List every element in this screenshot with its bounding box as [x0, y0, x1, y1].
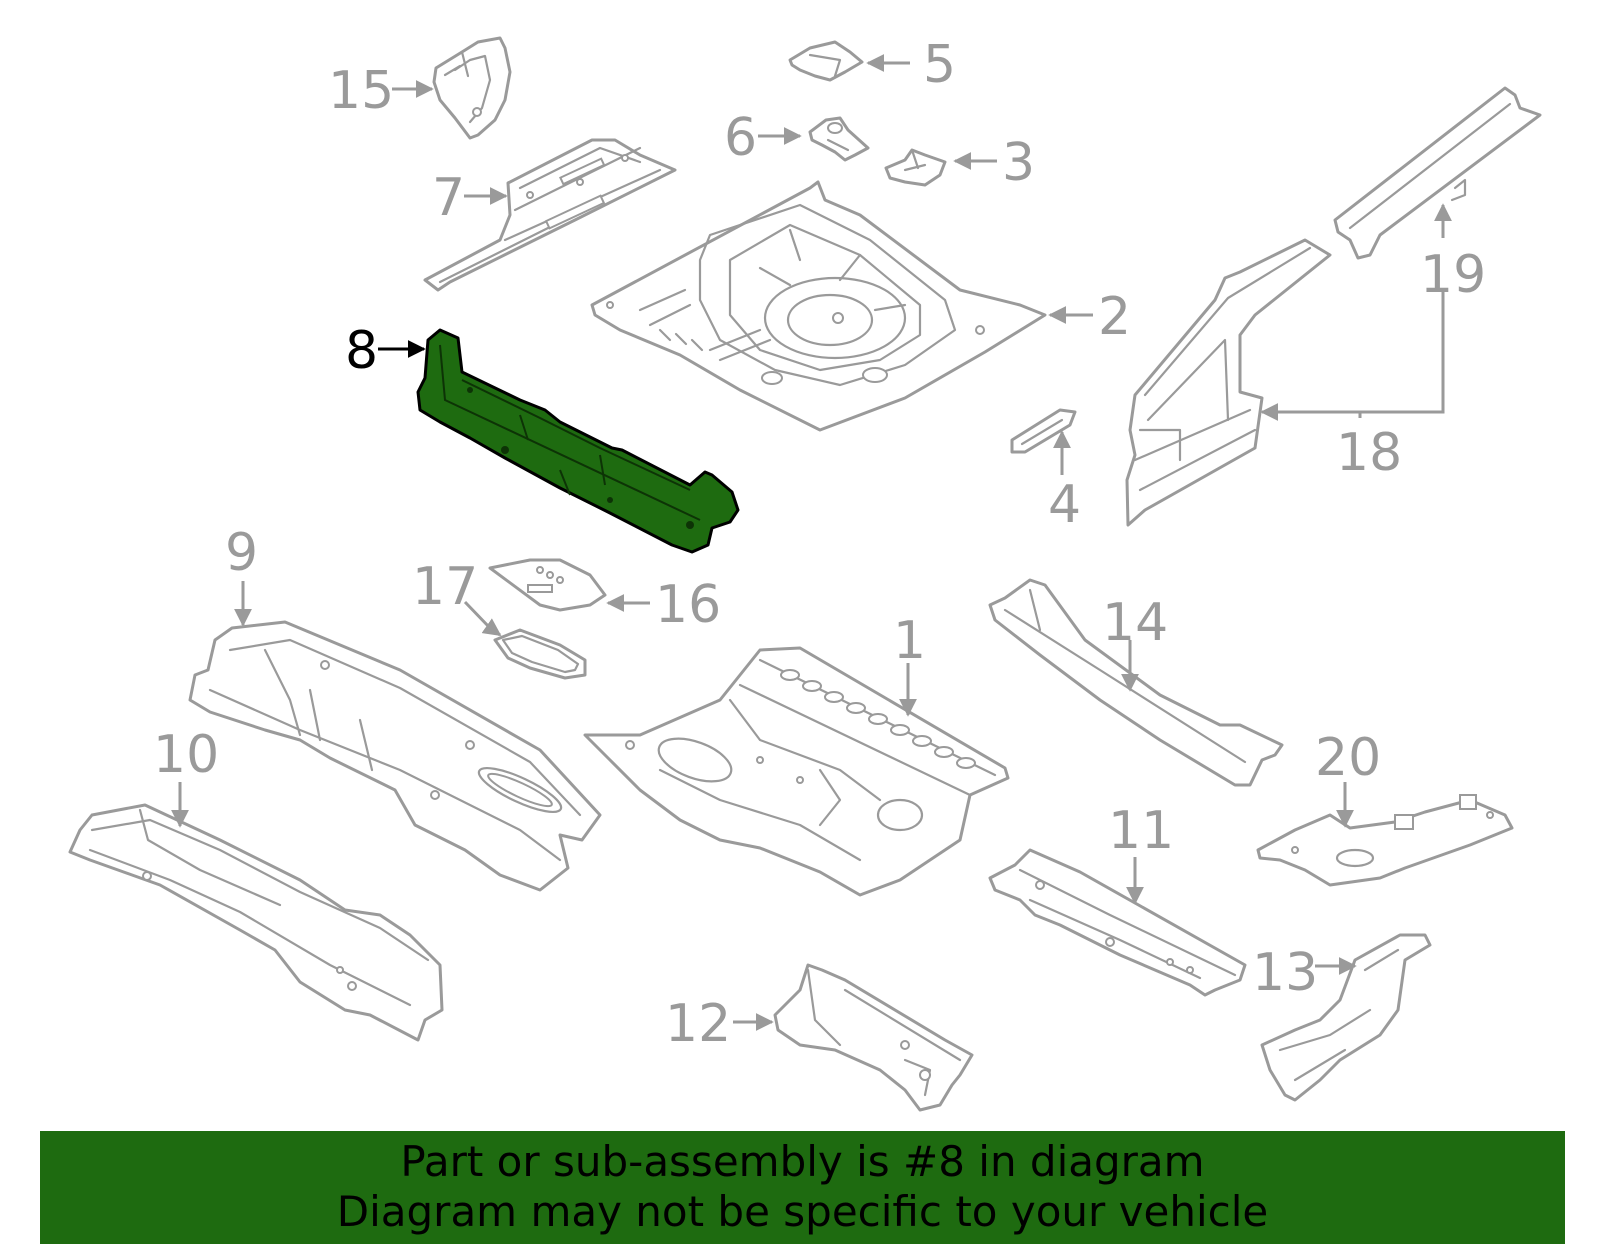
part-9-crossmember[interactable]	[188, 620, 602, 892]
part-5-bracket[interactable]	[788, 40, 864, 82]
callout-17[interactable]: 17	[412, 557, 478, 617]
callout-8[interactable]: 8	[345, 321, 378, 381]
callout-1[interactable]: 1	[893, 611, 926, 671]
part-8-crossmember-selected[interactable]	[416, 328, 740, 554]
part-3-bracket[interactable]	[884, 148, 947, 187]
callout-12[interactable]: 12	[665, 994, 731, 1054]
part-6-bracket[interactable]	[808, 116, 870, 162]
part-15-bracket[interactable]	[432, 36, 512, 140]
callout-19[interactable]: 19	[1420, 245, 1486, 305]
part-10-crossmember[interactable]	[68, 803, 444, 1042]
part-2-rear-floor-pan[interactable]	[590, 180, 1047, 432]
callout-4[interactable]: 4	[1048, 475, 1081, 535]
part-18-rail-assembly[interactable]	[1125, 238, 1332, 527]
callout-20[interactable]: 20	[1315, 728, 1381, 788]
callout-14[interactable]: 14	[1102, 593, 1168, 653]
part-19-rail[interactable]	[1333, 86, 1542, 260]
part-20-heat-shield[interactable]	[1256, 794, 1514, 887]
part-12-bracket[interactable]	[773, 963, 974, 1112]
part-17-seal[interactable]	[493, 628, 587, 680]
callout-3[interactable]: 3	[1002, 133, 1035, 193]
info-banner: Part or sub-assembly is #8 in diagram Di…	[40, 1131, 1565, 1244]
callout-13[interactable]: 13	[1252, 943, 1318, 1003]
part-16-cover[interactable]	[488, 558, 607, 612]
callout-11[interactable]: 11	[1108, 801, 1174, 861]
callout-10[interactable]: 10	[153, 725, 219, 785]
part-4-clip[interactable]	[1010, 408, 1077, 454]
banner-line-1: Part or sub-assembly is #8 in diagram	[400, 1137, 1205, 1186]
part-1-floor-pan[interactable]	[583, 646, 1010, 897]
callout-7[interactable]: 7	[432, 168, 465, 228]
callout-15[interactable]: 15	[328, 61, 394, 121]
callout-2[interactable]: 2	[1098, 287, 1131, 347]
part-11-rail[interactable]	[988, 848, 1247, 997]
banner-line-2: Diagram may not be specific to your vehi…	[336, 1187, 1269, 1236]
callout-6[interactable]: 6	[724, 108, 757, 168]
callout-18[interactable]: 18	[1336, 423, 1402, 483]
part-13-rail-end[interactable]	[1260, 933, 1432, 1102]
callout-9[interactable]: 9	[225, 523, 258, 583]
callout-5[interactable]: 5	[923, 35, 956, 95]
callout-16[interactable]: 16	[655, 575, 721, 635]
part-7-rail[interactable]	[423, 138, 677, 292]
